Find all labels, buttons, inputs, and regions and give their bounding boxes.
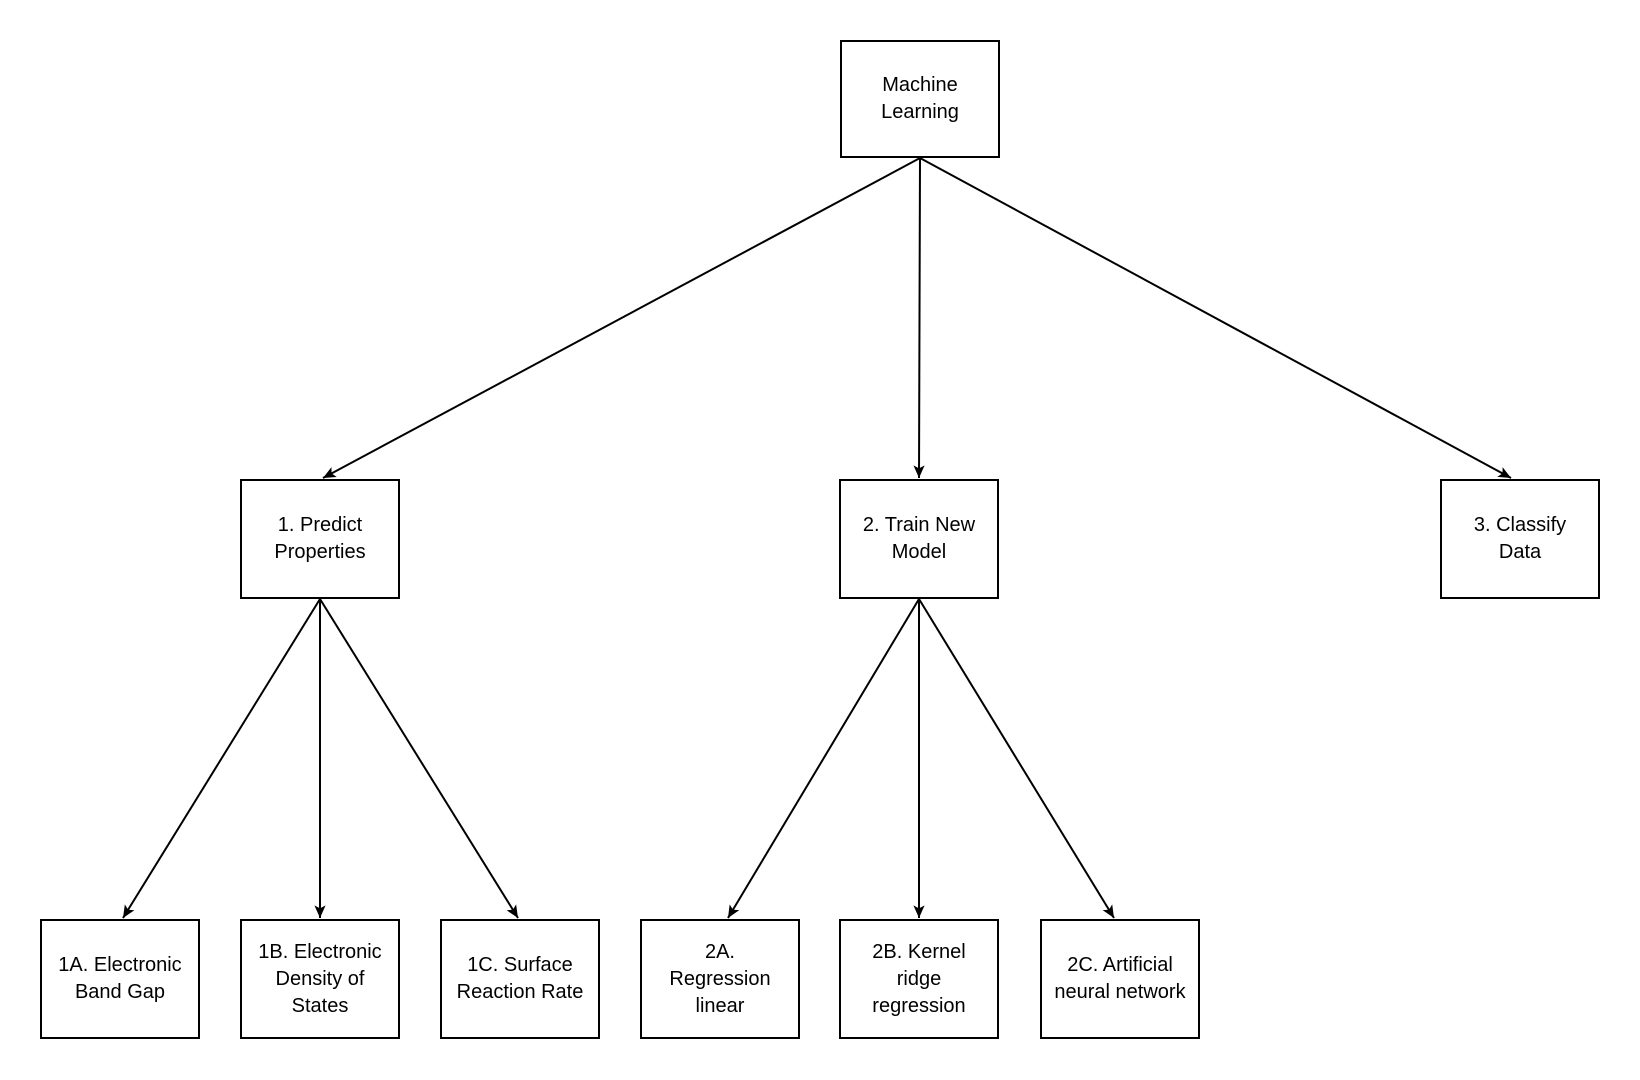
node-electronic-band-gap: 1A. Electronic Band Gap (40, 919, 200, 1039)
edge-train-new-model-to-regression-linear (727, 598, 920, 919)
node-train-new-model: 2. Train New Model (839, 479, 999, 599)
node-electronic-density-of-states-label: 1B. Electronic Density of States (258, 940, 382, 1017)
node-regression-linear: 2A. Regression linear (640, 919, 800, 1039)
node-artificial-neural-network-label: 2C. Artificial neural network (1054, 954, 1186, 1003)
node-surface-reaction-rate: 1C. Surface Reaction Rate (440, 919, 600, 1039)
node-classify-data: 3. Classify Data (1440, 479, 1600, 599)
node-predict-properties-label: 1. Predict Properties (274, 514, 366, 563)
edge-predict-properties-to-electronic-band-gap (122, 598, 321, 919)
edge-machine-learning-to-classify-data (919, 157, 1512, 479)
edge-predict-properties-to-surface-reaction-rate (319, 598, 519, 919)
node-machine-learning: Machine Learning (840, 40, 1000, 158)
node-surface-reaction-rate-label: 1C. Surface Reaction Rate (456, 954, 584, 1003)
node-machine-learning-label: Machine Learning (881, 74, 959, 123)
node-electronic-band-gap-label: 1A. Electronic Band Gap (58, 954, 182, 1003)
node-regression-linear-label: 2A. Regression linear (669, 940, 771, 1017)
node-electronic-density-of-states: 1B. Electronic Density of States (240, 919, 400, 1039)
node-artificial-neural-network: 2C. Artificial neural network (1040, 919, 1200, 1039)
node-kernel-ridge-regression-label: 2B. Kernel ridge regression (872, 940, 966, 1017)
node-predict-properties: 1. Predict Properties (240, 479, 400, 599)
edge-machine-learning-to-predict-properties (322, 157, 921, 479)
edge-machine-learning-to-train-new-model (913, 157, 925, 479)
node-train-new-model-label: 2. Train New Model (862, 514, 976, 563)
edge-train-new-model-to-artificial-neural-network (918, 598, 1115, 919)
node-kernel-ridge-regression: 2B. Kernel ridge regression (839, 919, 999, 1039)
node-classify-data-label: 3. Classify Data (1473, 514, 1567, 563)
